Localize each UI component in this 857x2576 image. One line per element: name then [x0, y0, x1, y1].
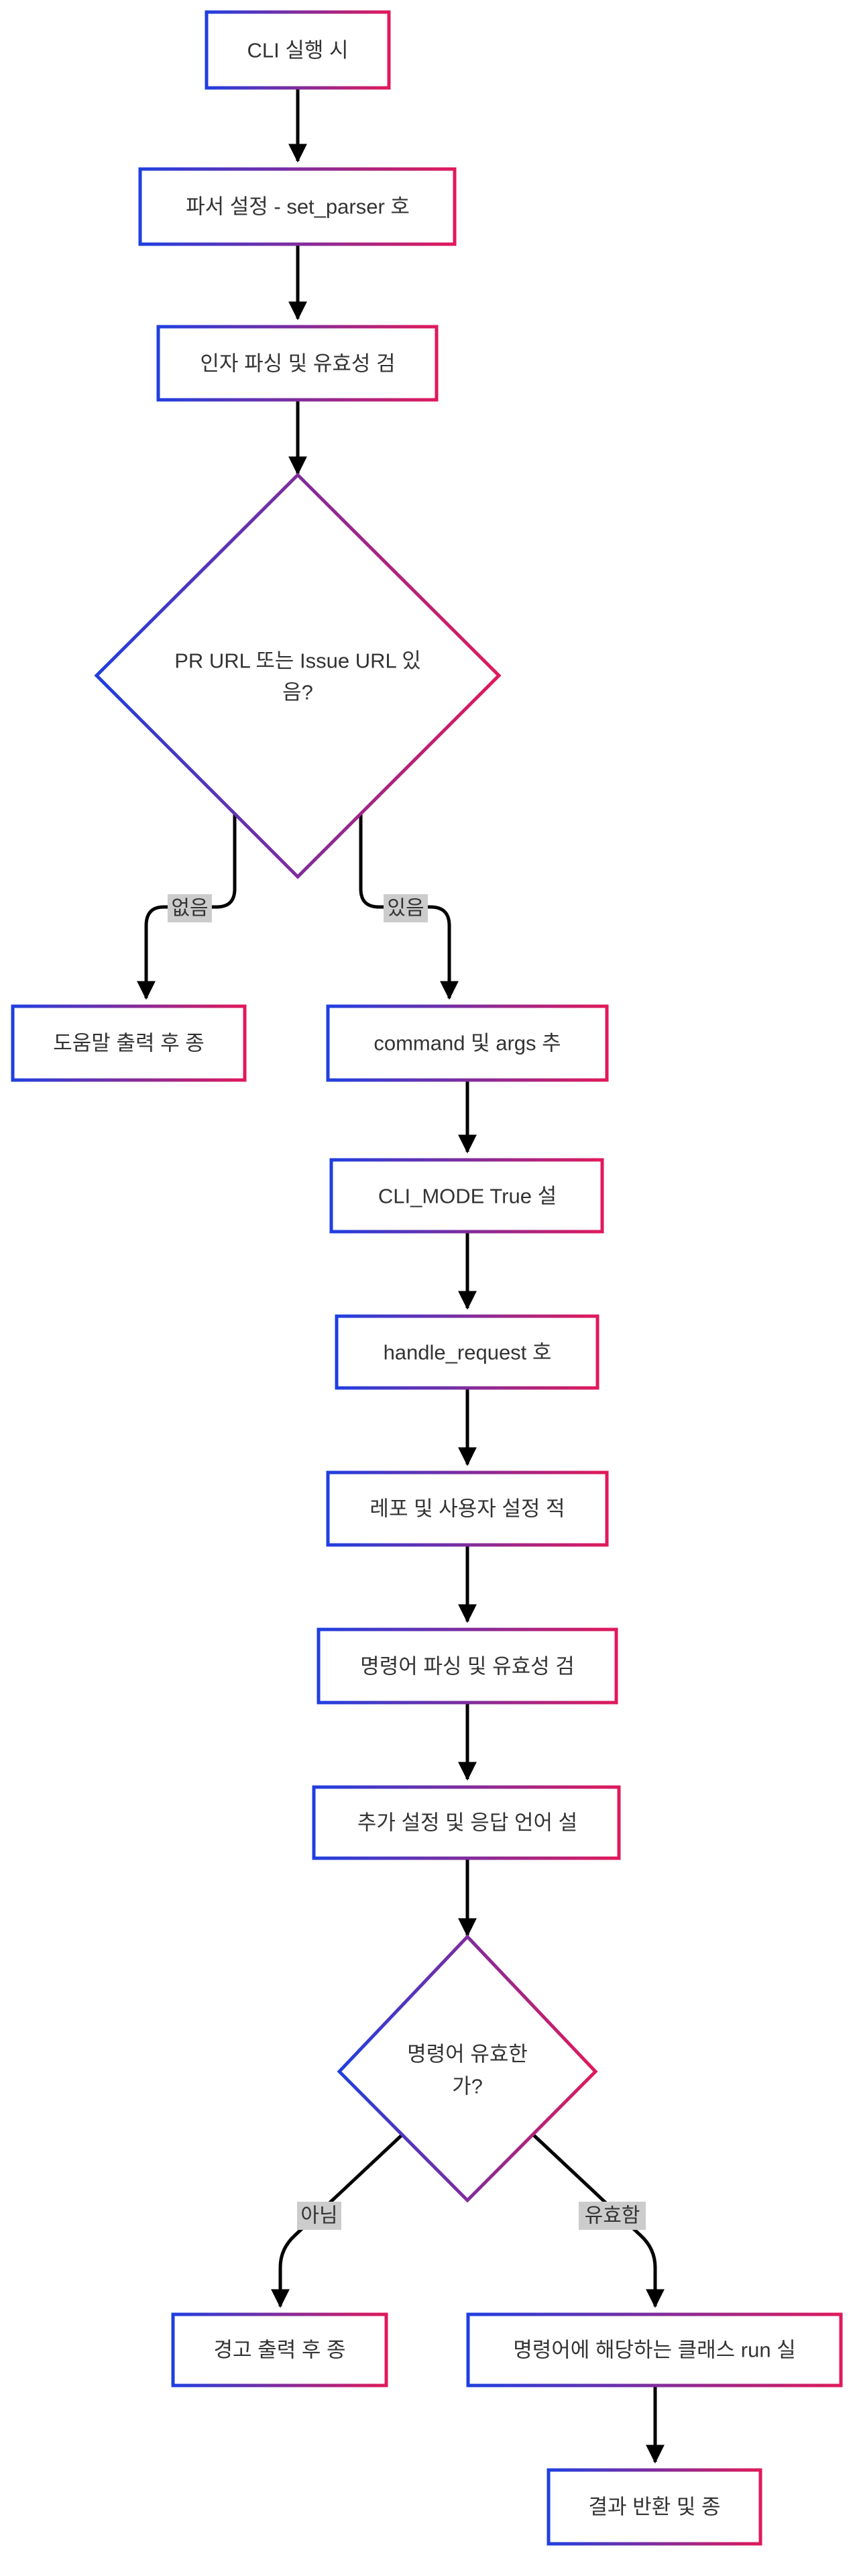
- node-handle-request[interactable]: handle_request 호: [335, 1314, 599, 1390]
- svg-text:파서 설정 - set_parser 호: 파서 설정 - set_parser 호: [186, 195, 410, 219]
- node-return-result[interactable]: 결과 반환 및 종: [547, 2468, 762, 2546]
- edge-label-has-url: 있음: [384, 894, 428, 922]
- edge-label-valid: 유효함: [579, 2202, 646, 2230]
- check-valid-line-2: 가?: [452, 2075, 483, 2098]
- svg-text:추가 설정 및 응답 언어 설: 추가 설정 및 응답 언어 설: [357, 1811, 577, 1835]
- svg-text:명령어에 해당하는 클래스 run 실: 명령어에 해당하는 클래스 run 실: [513, 2339, 796, 2362]
- edge-label-invalid: 아님: [297, 2202, 341, 2230]
- svg-text:command 및 args 추: command 및 args 추: [374, 1032, 561, 1055]
- node-print-help[interactable]: 도움말 출력 후 종: [11, 1004, 247, 1082]
- svg-text:도움말 출력 후 종: 도움말 출력 후 종: [53, 1032, 204, 1055]
- svg-text:handle_request 호: handle_request 호: [384, 1341, 552, 1364]
- node-print-warning[interactable]: 경고 출력 후 종: [171, 2312, 388, 2387]
- edge-labels: 없음 있음 아님 유효함: [168, 894, 646, 2230]
- node-check-url-decision[interactable]: PR URL 또는 Issue URL 있 음?: [94, 472, 502, 879]
- node-extra-settings[interactable]: 추가 설정 및 응답 언어 설: [312, 1785, 621, 1860]
- node-cli-mode[interactable]: CLI_MODE True 설: [329, 1158, 604, 1234]
- svg-text:CLI 실행 시: CLI 실행 시: [247, 39, 348, 62]
- svg-text:있음: 있음: [387, 898, 424, 920]
- check-url-line-2: 음?: [282, 681, 313, 704]
- edge-check-valid-to-run-class: [532, 2133, 665, 2308]
- node-parse-args[interactable]: 인자 파싱 및 유효성 검: [156, 325, 439, 402]
- svg-text:명령어 파싱 및 유효성 검: 명령어 파싱 및 유효성 검: [360, 1655, 575, 1678]
- node-check-valid-decision[interactable]: 명령어 유효한 가?: [337, 1934, 598, 2203]
- edge-label-no-url: 없음: [168, 894, 212, 922]
- svg-text:아님: 아님: [300, 2205, 337, 2227]
- svg-text:없음: 없음: [171, 898, 208, 920]
- svg-text:레포 및 사용자 설정 적: 레포 및 사용자 설정 적: [369, 1497, 565, 1521]
- node-run-class[interactable]: 명령어에 해당하는 클래스 run 실: [466, 2312, 843, 2387]
- svg-text:인자 파싱 및 유효성 검: 인자 파싱 및 유효성 검: [200, 352, 395, 376]
- check-valid-line-1: 명령어 유효한: [407, 2043, 528, 2066]
- svg-text:경고 출력 후 종: 경고 출력 후 종: [214, 2339, 346, 2362]
- svg-text:CLI_MODE True 설: CLI_MODE True 설: [378, 1185, 557, 1208]
- edge-check-valid-to-print-warning: [271, 2133, 404, 2308]
- node-parse-command[interactable]: 명령어 파싱 및 유효성 검: [317, 1627, 618, 1705]
- svg-text:유효함: 유효함: [585, 2205, 640, 2227]
- svg-text:결과 반환 및 종: 결과 반환 및 종: [589, 2496, 721, 2519]
- node-cli-run[interactable]: CLI 실행 시: [205, 10, 391, 90]
- node-repo-settings[interactable]: 레포 및 사용자 설정 적: [326, 1470, 609, 1547]
- nodes: CLI 실행 시 파서 설정 - set_parser 호 인자 파싱 및 유효…: [11, 10, 843, 2546]
- node-set-parser[interactable]: 파서 설정 - set_parser 호: [138, 167, 457, 246]
- node-extract-cmd[interactable]: command 및 args 추: [326, 1004, 609, 1082]
- check-url-line-1: PR URL 또는 Issue URL 있: [174, 649, 421, 673]
